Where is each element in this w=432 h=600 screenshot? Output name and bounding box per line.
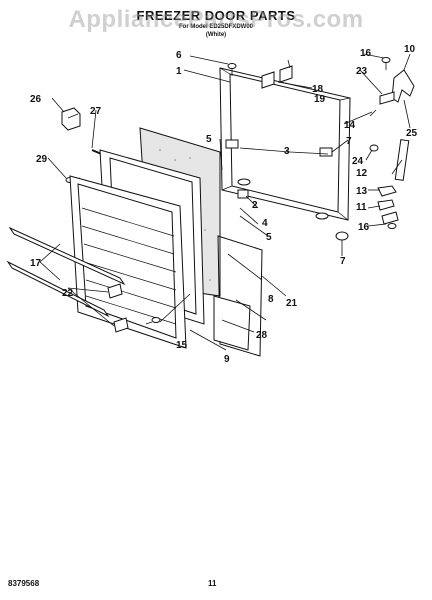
exploded-view-diagram: 1 2 3 4 5 5 6 7 7 8 9 10 11 12 13 14 15 …	[6, 44, 418, 365]
callout-18: 18	[312, 84, 324, 95]
page-title: FREEZER DOOR PARTS	[136, 8, 296, 23]
top-clips	[261, 65, 293, 89]
screw-15	[145, 317, 161, 325]
callout-8: 8	[268, 294, 274, 305]
callout-23: 23	[356, 66, 368, 77]
callout-4: 4	[262, 218, 268, 229]
callout-7-lower: 7	[340, 256, 346, 267]
door-shelf-ribs	[81, 207, 177, 325]
callout-labels: 1 2 3 4 5 5 6 7 7 8 9 10 11 12 13 14 15 …	[30, 44, 418, 365]
callout-16-lower: 16	[358, 222, 370, 233]
shelf-rails	[6, 226, 129, 333]
callout-26: 26	[30, 94, 42, 105]
callout-24: 24	[352, 156, 364, 167]
callout-28: 28	[256, 330, 268, 341]
callout-16-upper: 16	[360, 48, 372, 59]
callout-7-upper: 7	[346, 136, 352, 147]
callout-6: 6	[176, 50, 182, 61]
door-frame	[219, 67, 351, 221]
screw-6	[227, 63, 237, 76]
callout-17: 17	[30, 258, 42, 269]
color-note: (White)	[205, 32, 227, 38]
callout-9: 9	[224, 354, 230, 365]
door-gasket	[213, 235, 263, 357]
callout-14: 14	[344, 120, 356, 131]
model-number: For Model ED25DFXDW00	[178, 24, 253, 30]
page-number: 11	[208, 579, 217, 588]
callout-2: 2	[252, 200, 258, 211]
callout-19: 19	[314, 94, 326, 105]
inner-door-liner	[69, 149, 205, 349]
callout-21: 21	[286, 298, 298, 309]
callout-13: 13	[356, 186, 368, 197]
callout-1: 1	[176, 66, 182, 77]
callout-27: 27	[90, 106, 102, 117]
callout-11: 11	[356, 202, 367, 213]
part-number: 8379568	[8, 579, 40, 588]
hinge-bracket	[225, 139, 333, 220]
callout-10: 10	[404, 44, 416, 55]
callout-25: 25	[406, 128, 418, 139]
callout-22: 22	[62, 288, 74, 299]
leader-lines	[39, 53, 411, 351]
callout-15: 15	[176, 340, 188, 351]
callout-12: 12	[356, 168, 368, 179]
callout-5-upper: 5	[206, 134, 212, 145]
callout-29: 29	[36, 154, 48, 165]
callout-5-lower: 5	[266, 232, 272, 243]
left-small-parts	[61, 107, 81, 183]
callout-3: 3	[284, 146, 290, 157]
